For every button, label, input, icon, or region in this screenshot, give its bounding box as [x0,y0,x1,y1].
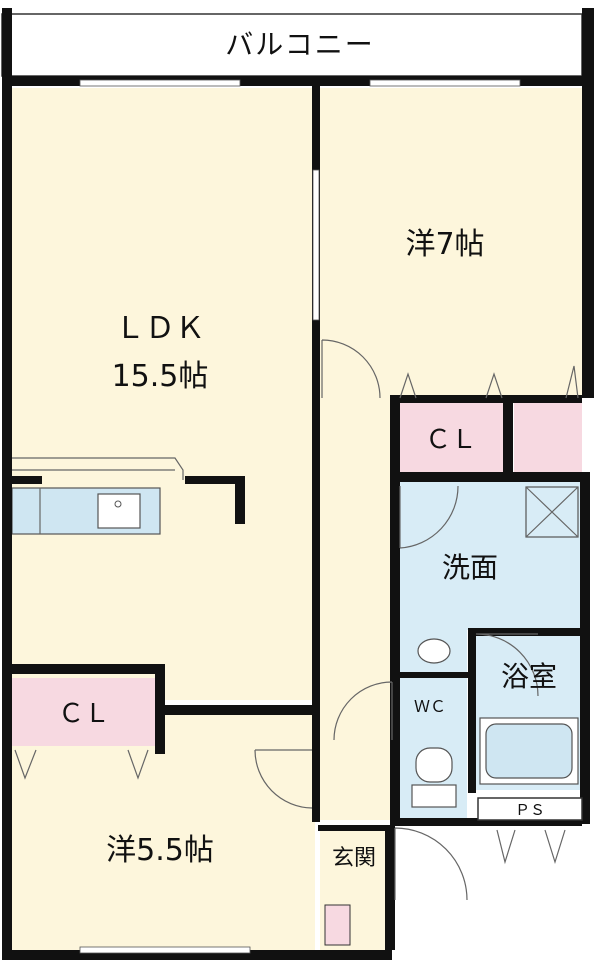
balcony-label: バルコニー [225,28,374,61]
closet-top-label: ＣＬ [425,425,477,455]
western-room-5-5-label: 洋5.5帖 [106,833,214,868]
western-room-7-label: 洋7帖 [405,227,484,262]
window-western-5-5 [79,946,251,954]
washroom-label: 洗面 [442,551,498,584]
door-wc [333,681,393,741]
window-ldk [79,79,241,87]
bathtub [479,717,579,785]
washroom-floor [399,482,582,630]
pipe-space-label: ＰＳ [515,801,545,819]
ldk-floor [12,88,315,700]
door-western-5-5 [254,749,313,809]
shoe-box [324,904,351,946]
door-entrance [394,827,468,901]
window-western-7 [369,79,521,87]
closet-left-floor [12,678,157,746]
balcony-area [1,13,583,77]
toilet [411,747,457,808]
ldk-size-label: 15.5帖 [112,359,209,394]
closet-left-label: ＣＬ [58,699,110,729]
door-bathroom [475,633,539,697]
washer-pan [525,486,579,538]
pipe-space [477,797,583,821]
door-washroom [399,485,459,549]
bathroom-label: 浴室 [501,660,557,693]
kitchen-sink [97,493,141,529]
vanity-basin [417,638,451,664]
ldk-label: ＬＤＫ [115,311,205,346]
western-room-7-floor [320,88,582,400]
entrance-label: 玄関 [332,846,376,871]
sliding-door-ldk-western [312,169,320,321]
closet-top-small-floor [514,400,582,472]
wc-label: ＷＣ [414,697,446,716]
hallway-floor [320,400,395,820]
closet-top-floor [399,400,503,472]
door-western-7 [321,339,381,399]
